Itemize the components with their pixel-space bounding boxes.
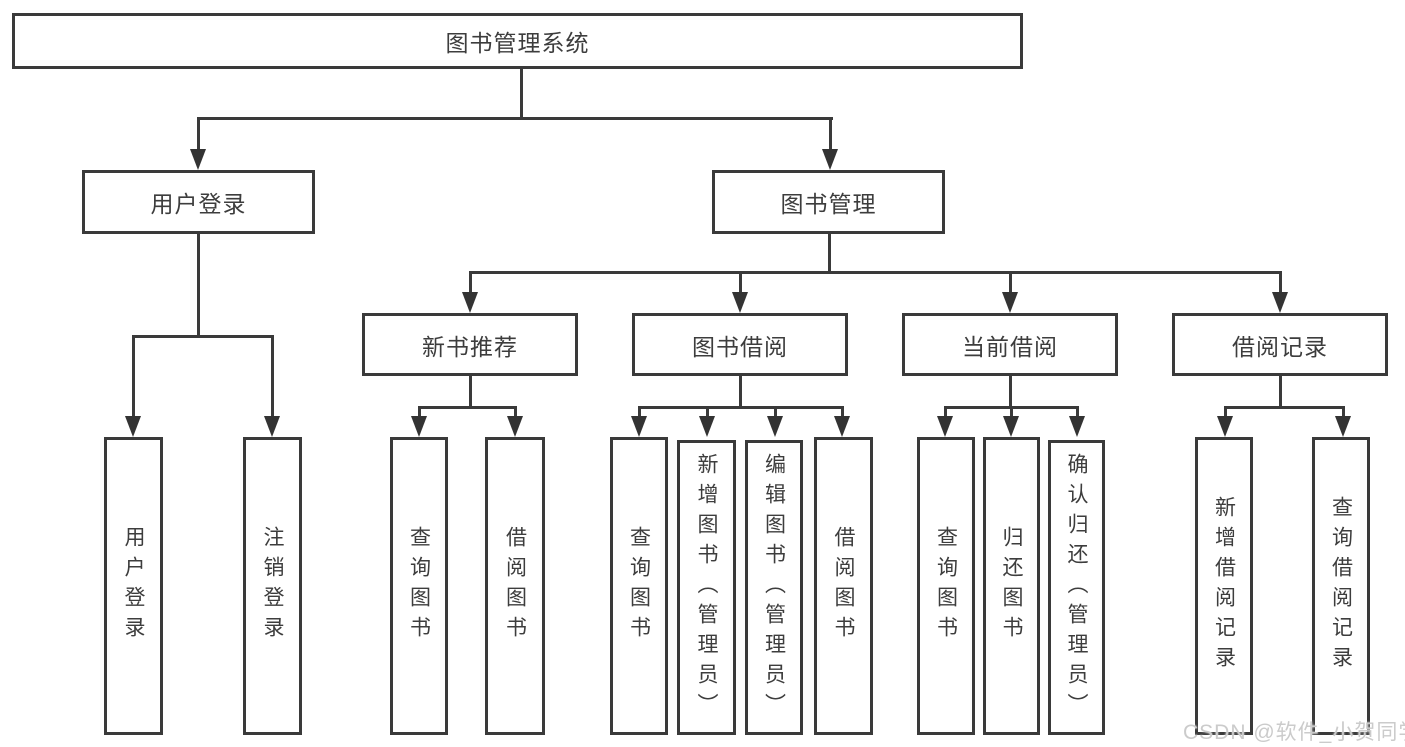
- connector-arrow-stem: [706, 406, 709, 417]
- node-new-book-recommend: 新书推荐: [362, 313, 578, 376]
- arrow-down-icon: [699, 416, 715, 437]
- connector-arrow-stem: [418, 406, 421, 417]
- connector-level2-rail: [197, 117, 833, 120]
- arrow-down-icon: [1003, 416, 1019, 437]
- connector-arrow-stem: [841, 406, 844, 417]
- connector-arrow-stem: [197, 117, 200, 150]
- connector-bookborrow-trunk: [739, 376, 742, 409]
- connector-arrow-stem: [1224, 406, 1227, 417]
- connector-user-login-rail: [132, 335, 274, 338]
- connector-arrow-stem: [132, 335, 135, 416]
- node-leaf-edit-book-admin: 编辑图书（管理员）: [745, 440, 803, 735]
- connector-arrow-stem: [1279, 271, 1282, 293]
- arrow-down-icon: [631, 416, 647, 437]
- arrow-down-icon: [834, 416, 850, 437]
- connector-arrow-stem: [1342, 406, 1345, 417]
- connector-arrow-stem: [469, 271, 472, 293]
- arrow-down-icon: [507, 416, 523, 437]
- node-leaf-borrow-book-2: 借阅图书: [814, 437, 873, 735]
- node-leaf-add-book-admin: 新增图书（管理员）: [677, 440, 736, 735]
- arrow-down-icon: [1335, 416, 1351, 437]
- node-leaf-user-login: 用户登录: [104, 437, 163, 735]
- arrow-down-icon: [732, 292, 748, 313]
- connector-arrow-stem: [271, 335, 274, 416]
- arrow-down-icon: [462, 292, 478, 313]
- node-leaf-logout: 注销登录: [243, 437, 302, 735]
- node-current-borrow: 当前借阅: [902, 313, 1118, 376]
- node-leaf-borrow-book-1: 借阅图书: [485, 437, 545, 735]
- arrow-down-icon: [1069, 416, 1085, 437]
- node-book-management: 图书管理: [712, 170, 945, 234]
- node-leaf-query-book-2: 查询图书: [610, 437, 668, 735]
- connector-borrowrecord-trunk: [1279, 376, 1282, 409]
- connector-currentborrow-trunk: [1009, 376, 1012, 409]
- node-leaf-query-borrow-record: 查询借阅记录: [1312, 437, 1370, 735]
- connector-arrow-stem: [829, 117, 832, 150]
- node-borrow-record: 借阅记录: [1172, 313, 1388, 376]
- arrow-down-icon: [1002, 292, 1018, 313]
- node-leaf-return-book: 归还图书: [983, 437, 1040, 735]
- connector-user-login-trunk: [197, 234, 200, 337]
- arrow-down-icon: [1272, 292, 1288, 313]
- node-leaf-query-book-1: 查询图书: [390, 437, 448, 735]
- csdn-watermark: CSDN @软件_小贺同学: [1183, 721, 1405, 744]
- connector-borrowrecord-rail: [1224, 406, 1345, 409]
- connector-root-trunk: [520, 69, 523, 120]
- connector-arrow-stem: [514, 406, 517, 417]
- connector-arrow-stem: [774, 406, 777, 417]
- arrow-down-icon: [822, 149, 838, 170]
- connector-arrow-stem: [944, 406, 947, 417]
- connector-level3-rail: [469, 271, 1282, 274]
- node-book-borrow: 图书借阅: [632, 313, 848, 376]
- arrow-down-icon: [264, 416, 280, 437]
- arrow-down-icon: [190, 149, 206, 170]
- arrow-down-icon: [937, 416, 953, 437]
- connector-newbook-rail: [418, 406, 517, 409]
- connector-arrow-stem: [1009, 271, 1012, 293]
- connector-arrow-stem: [638, 406, 641, 417]
- node-user-login: 用户登录: [82, 170, 315, 234]
- arrow-down-icon: [767, 416, 783, 437]
- arrow-down-icon: [1217, 416, 1233, 437]
- node-leaf-query-book-3: 查询图书: [917, 437, 975, 735]
- connector-arrow-stem: [739, 271, 742, 293]
- connector-arrow-stem: [1010, 406, 1013, 417]
- connector-newbook-trunk: [469, 376, 472, 409]
- node-leaf-add-borrow-record: 新增借阅记录: [1195, 437, 1253, 735]
- node-leaf-confirm-return-admin: 确认归还（管理员）: [1048, 440, 1105, 735]
- arrow-down-icon: [411, 416, 427, 437]
- connector-bookborrow-rail: [638, 406, 844, 409]
- connector-book-mgmt-trunk: [828, 234, 831, 274]
- node-root: 图书管理系统: [12, 13, 1023, 69]
- arrow-down-icon: [125, 416, 141, 437]
- connector-arrow-stem: [1076, 406, 1079, 417]
